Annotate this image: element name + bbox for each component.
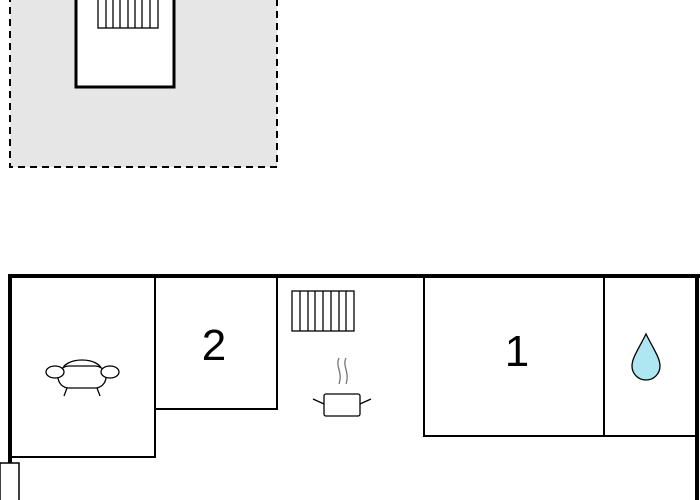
ground-floor: 2 1 xyxy=(0,274,700,500)
upper-floor-area xyxy=(9,0,278,168)
cooking-pot-icon xyxy=(312,357,372,417)
stairwell xyxy=(74,0,176,89)
living-room-walls xyxy=(10,277,156,458)
room-2-label: 2 xyxy=(202,321,226,370)
bedroom-2-walls xyxy=(155,277,278,410)
water-drop-icon xyxy=(631,332,661,381)
bedroom-1-walls xyxy=(423,277,697,437)
stairs-icon xyxy=(97,0,159,29)
entrance-door xyxy=(0,462,20,500)
sofa-icon xyxy=(45,359,120,397)
room-1-label: 1 xyxy=(505,327,529,376)
radiator-icon xyxy=(291,290,355,332)
